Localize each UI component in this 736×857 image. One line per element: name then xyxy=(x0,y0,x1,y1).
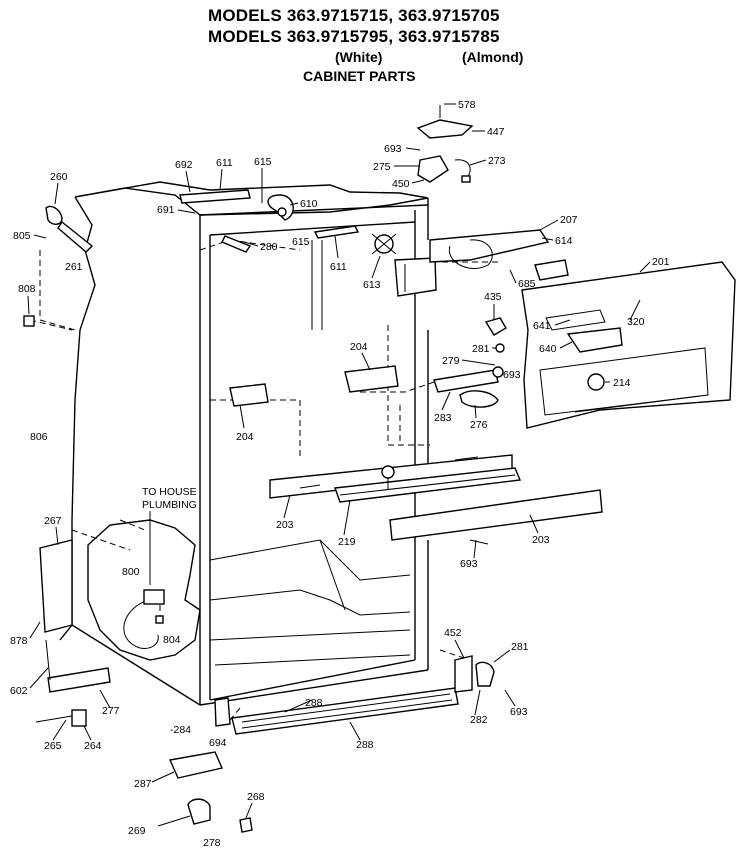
label-275: 275 xyxy=(373,161,391,173)
label-201: 201 xyxy=(652,256,670,268)
label-288: 288 xyxy=(305,697,323,709)
label-602: 602 xyxy=(10,685,28,697)
label-283: 283 xyxy=(434,412,452,424)
shelf-frames xyxy=(269,454,603,541)
label-278: 278 xyxy=(203,837,221,849)
label-691: 691 xyxy=(157,204,175,216)
section-title: CABINET PARTS xyxy=(303,68,416,84)
plumbing-cutaway xyxy=(87,519,201,661)
label-leader-lines xyxy=(27,103,651,819)
label-804: 804 xyxy=(163,634,181,646)
label-806: 806 xyxy=(30,431,48,443)
label-204b: 204 xyxy=(236,431,254,443)
label-281b: 281 xyxy=(511,641,529,653)
label-615: 615 xyxy=(254,156,272,168)
label-805: 805 xyxy=(13,230,31,242)
label-287: 287 xyxy=(134,778,152,790)
label-269: 269 xyxy=(128,825,146,837)
top-hinge-parts xyxy=(23,105,474,327)
color-almond-label: (Almond) xyxy=(462,49,524,65)
label-219: 219 xyxy=(338,536,356,548)
models-line-1: MODELS 363.9715715, 363.9715705 xyxy=(208,6,500,25)
plumbing-note-line1: TO HOUSE xyxy=(142,486,197,498)
label-267: 267 xyxy=(44,515,62,527)
label-808: 808 xyxy=(18,283,36,295)
evaporator-assembly xyxy=(371,229,569,297)
label-261: 261 xyxy=(65,261,83,273)
label-282: 282 xyxy=(470,714,488,726)
label-694: 694 xyxy=(209,737,227,749)
label-692: 692 xyxy=(175,159,193,171)
label-613: 613 xyxy=(363,279,381,291)
label-280: 280 xyxy=(260,241,278,253)
label-614: 614 xyxy=(555,235,573,247)
cabinet-outline xyxy=(29,181,500,721)
label-281: 281 xyxy=(472,343,490,355)
label-203: 203 xyxy=(276,519,294,531)
label-268: 268 xyxy=(247,791,265,803)
label-203b: 203 xyxy=(532,534,550,546)
label-452: 452 xyxy=(444,627,462,639)
label-693: 693 xyxy=(384,143,402,155)
label-214: 214 xyxy=(613,377,631,389)
label-435: 435 xyxy=(484,291,502,303)
bottom-parts xyxy=(35,539,495,833)
label-615b: 615 xyxy=(292,236,310,248)
label-273: 273 xyxy=(488,155,506,167)
label-800: 800 xyxy=(122,566,140,578)
color-white-label: (White) xyxy=(335,49,383,65)
middle-hinge-parts xyxy=(229,317,507,408)
label-284: -284 xyxy=(170,724,191,736)
label-260: 260 xyxy=(50,171,68,183)
panel-201 xyxy=(521,261,736,429)
label-693d: 693 xyxy=(510,706,528,718)
part-number-labels: 578 447 693 273 275 450 692 611 615 260 … xyxy=(10,99,670,849)
models-line-2: MODELS 363.9715795, 363.9715785 xyxy=(208,27,500,46)
label-641: 641 xyxy=(533,320,551,332)
label-878: 878 xyxy=(10,635,28,647)
plumbing-note-line2: PLUMBING xyxy=(142,499,197,511)
label-450: 450 xyxy=(392,178,410,190)
label-685: 685 xyxy=(518,278,536,290)
label-288b: 288 xyxy=(356,739,374,751)
label-693c: 693 xyxy=(460,558,478,570)
label-264: 264 xyxy=(84,740,102,752)
label-279: 279 xyxy=(442,355,460,367)
label-204: 204 xyxy=(350,341,368,353)
label-276: 276 xyxy=(470,419,488,431)
label-578: 578 xyxy=(458,99,476,111)
label-277: 277 xyxy=(102,705,120,717)
label-693b: 693 xyxy=(503,369,521,381)
label-447: 447 xyxy=(487,126,505,138)
label-265: 265 xyxy=(44,740,62,752)
label-611b: 611 xyxy=(330,261,347,273)
label-207: 207 xyxy=(560,214,578,226)
label-320: 320 xyxy=(627,316,645,328)
label-640: 640 xyxy=(539,343,557,355)
label-611: 611 xyxy=(216,157,233,169)
label-610: 610 xyxy=(300,198,318,210)
